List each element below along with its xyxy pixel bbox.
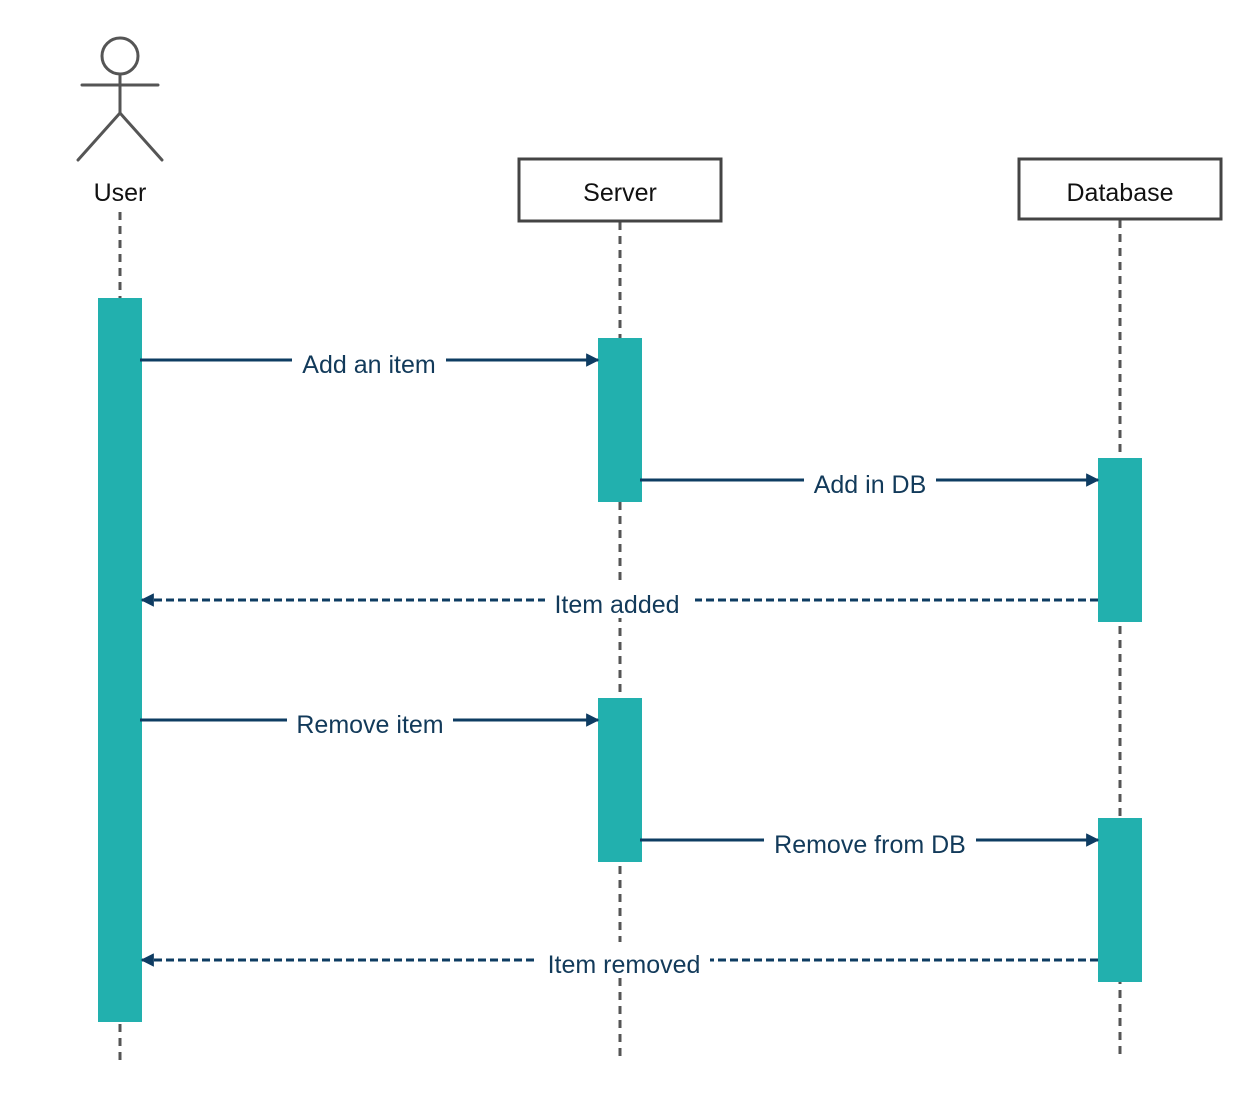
message-label-remove-item: Remove item: [296, 711, 443, 739]
message-label-remove-from-db: Remove from DB: [774, 831, 966, 859]
message-label-item-removed: Item removed: [548, 951, 701, 979]
database-participant-box: [1017, 157, 1223, 221]
server-participant-box: [517, 157, 723, 223]
label-background: [804, 462, 936, 498]
server-activation-bar: [598, 338, 642, 502]
user-actor-icon: [76, 36, 164, 162]
message-label-add-in-db: Add in DB: [814, 471, 927, 499]
database-activation-bar: [1098, 458, 1142, 622]
user-label: User: [94, 179, 147, 207]
server-activation-bar: [598, 698, 642, 862]
label-background: [545, 582, 695, 618]
label-background: [534, 942, 710, 978]
user-activation-bar: [98, 298, 142, 1022]
label-background: [287, 702, 453, 738]
message-label-add-an-item: Add an item: [302, 351, 435, 379]
message-label-item-added: Item added: [554, 591, 679, 619]
label-background: [292, 342, 446, 378]
database-activation-bar: [1098, 818, 1142, 982]
server-label: Server: [583, 179, 657, 207]
label-background: [764, 822, 976, 858]
database-label: Database: [1066, 179, 1173, 207]
